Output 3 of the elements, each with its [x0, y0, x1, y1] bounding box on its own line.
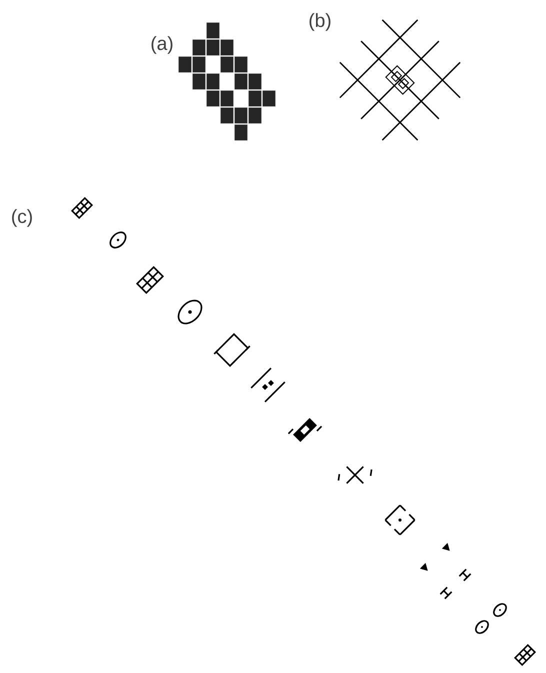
- panel-label: (a): [152, 36, 172, 54]
- panel-label: (c): [12, 209, 32, 227]
- panel-label: (b): [310, 13, 330, 31]
